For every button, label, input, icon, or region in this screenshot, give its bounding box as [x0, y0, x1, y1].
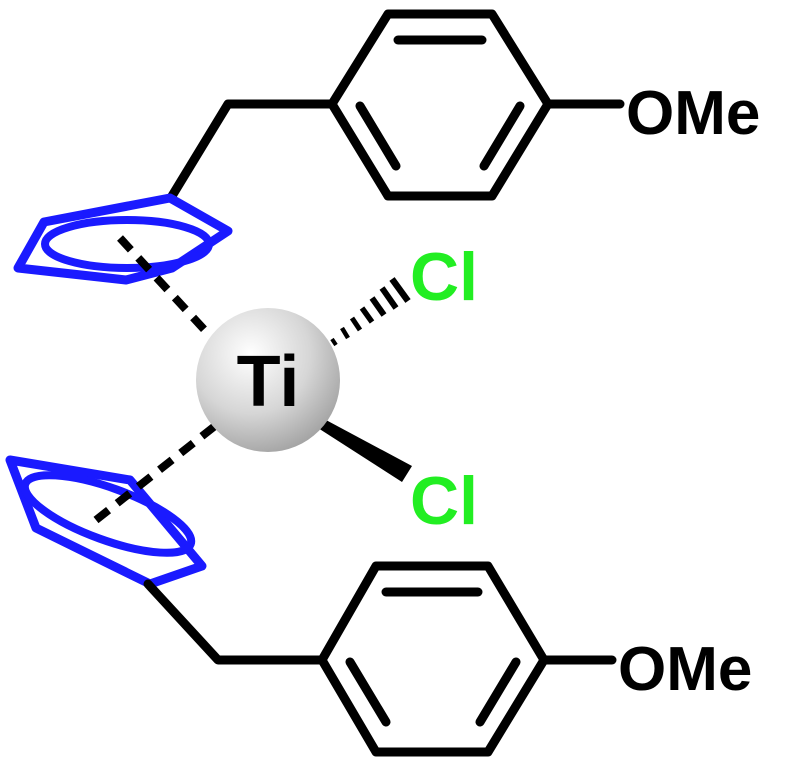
bottom-ome-label: OMe — [618, 635, 752, 704]
top-cp-pentagon — [13, 193, 233, 285]
bottom-benzene-ring — [317, 561, 549, 757]
top-cp-ti-dashed-bond — [117, 235, 215, 341]
bottom-cp-pentagon — [5, 455, 207, 589]
bottom-cp-aromatic-circle — [20, 471, 196, 557]
cp-ti-dashed-bonds — [93, 235, 223, 524]
ti-cl-hashed-wedge — [330, 277, 411, 347]
top-methylene-bond — [167, 99, 337, 201]
top-ome-label: OMe — [626, 79, 760, 148]
bottom-methylene-bond — [143, 579, 327, 665]
ti-cl-solid-wedge — [318, 420, 412, 482]
top-benzene-ring — [327, 9, 553, 201]
top-benzene-inner-bond-2 — [479, 101, 525, 171]
ti-label: Ti — [237, 342, 300, 422]
bottom-benzene-inner-bond-3 — [345, 657, 391, 727]
top-cp-ring — [13, 193, 233, 285]
top-cp-aromatic-circle — [41, 216, 213, 272]
top-benzene-inner-bond-3 — [355, 101, 401, 171]
bottom-chain-bonds — [143, 579, 617, 665]
bottom-cp-ring — [5, 455, 207, 589]
bottom-benzene-outline — [317, 561, 549, 757]
cl-bottom-label: Cl — [410, 463, 478, 539]
titanium-sphere — [196, 308, 340, 452]
top-chain-bonds — [167, 99, 625, 201]
cl-top-label: Cl — [410, 239, 478, 315]
bottom-benzene-inner-bond-2 — [475, 657, 521, 727]
